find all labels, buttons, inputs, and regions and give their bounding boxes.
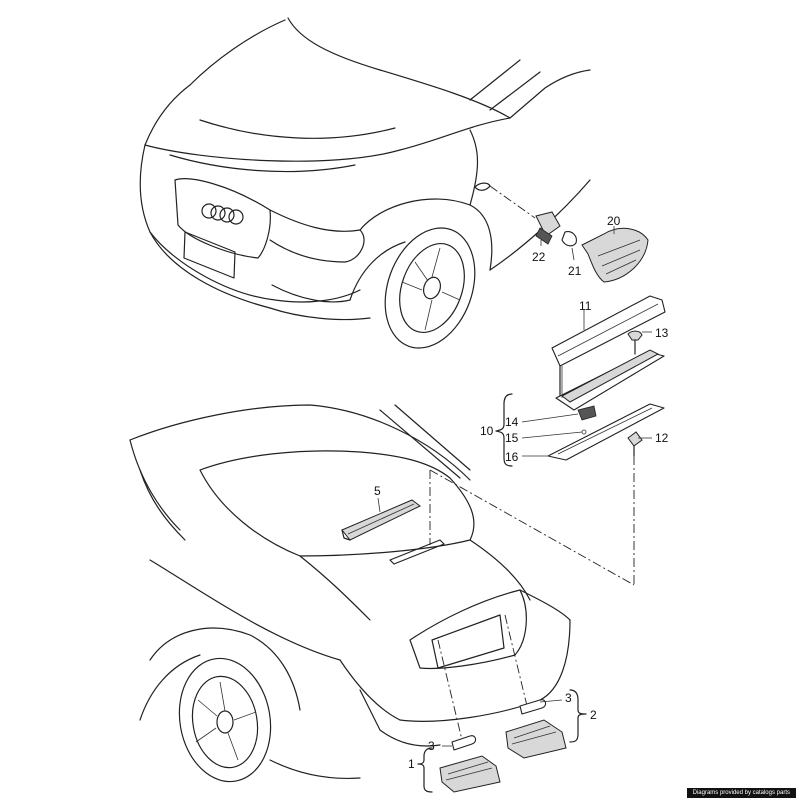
callout-3-upper: 3 [565,691,572,705]
callout-3-lower: 3 [428,739,435,753]
rear-car-illustration [129,404,571,783]
brake-light-parts [429,295,666,586]
callout-14: 14 [505,415,519,429]
callout-22: 22 [532,250,546,264]
callout-leaders [377,226,652,747]
plate-light-assembly [417,689,587,793]
callout-5: 5 [374,484,381,498]
side-marker-assembly [489,185,649,283]
callout-20: 20 [607,214,621,228]
callout-labels: 20 22 21 11 13 14 10 15 12 16 5 3 2 3 1 [374,214,669,771]
callout-2: 2 [590,708,597,722]
callout-11: 11 [579,299,592,313]
callout-15: 15 [505,431,519,445]
front-car-illustration [139,17,591,349]
callout-21: 21 [568,264,582,278]
credit-badge: Diagrams provided by catalogs parts [686,788,796,798]
callout-1: 1 [408,757,415,771]
callout-10: 10 [480,424,494,438]
callout-13: 13 [655,326,669,340]
callout-16: 16 [505,450,519,464]
callout-12: 12 [655,431,669,445]
